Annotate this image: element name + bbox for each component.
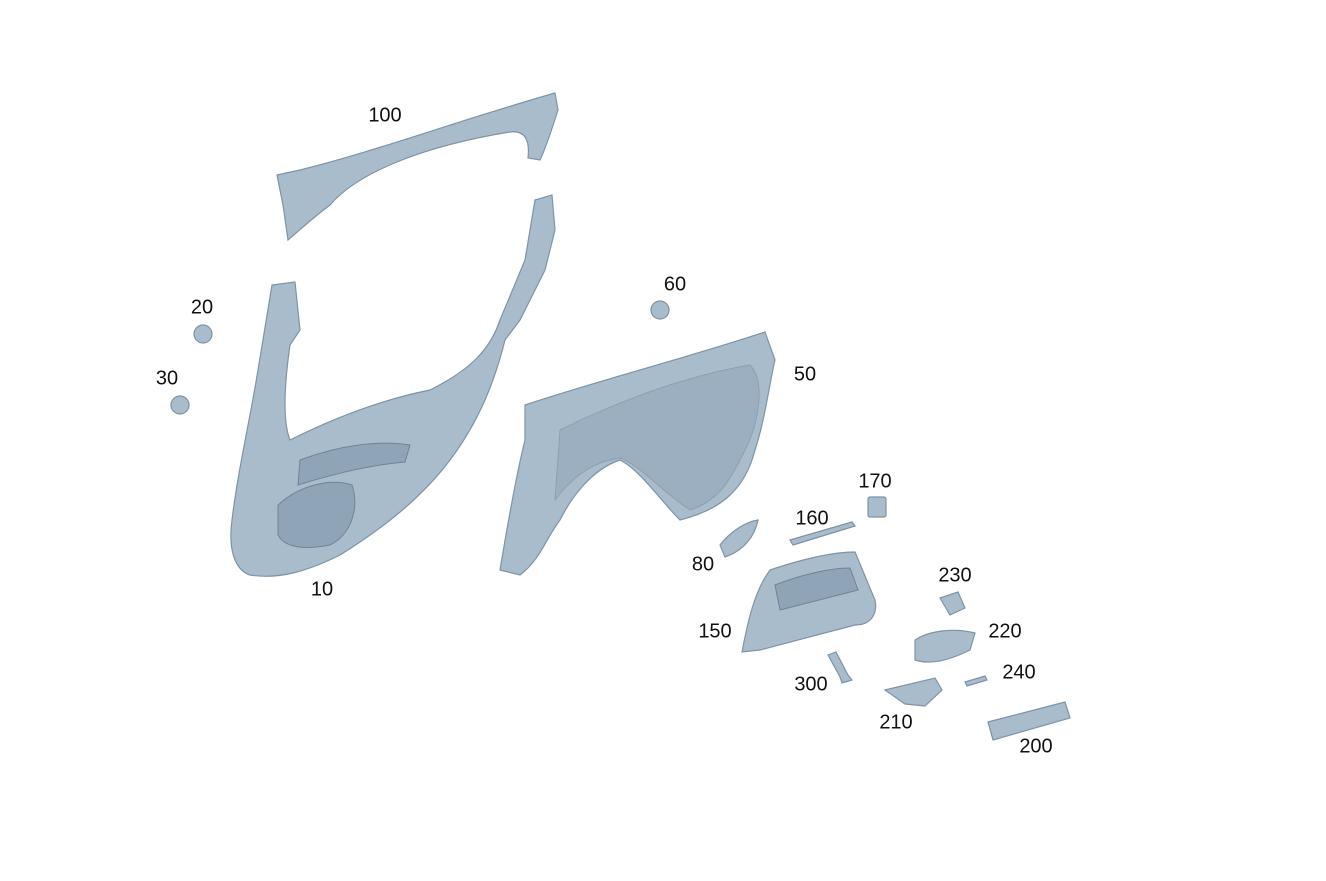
label-240: 240 (1002, 661, 1036, 684)
label-150: 150 (698, 620, 732, 643)
label-50: 50 (793, 363, 817, 386)
part-240-pin[interactable] (964, 675, 988, 687)
part-60-clip[interactable] (650, 300, 670, 320)
part-10-armrest (297, 442, 411, 486)
part-220-handle[interactable] (914, 629, 976, 663)
part-200-tube[interactable] (987, 701, 1071, 741)
part-170-bracket[interactable] (867, 496, 887, 518)
part-30-clip[interactable] (170, 395, 190, 415)
part-230-clip[interactable] (939, 591, 966, 616)
part-300-screw[interactable] (827, 651, 854, 684)
label-210: 210 (879, 711, 913, 734)
label-60: 60 (663, 273, 687, 296)
part-160-rod[interactable] (789, 521, 856, 546)
label-300: 300 (794, 673, 828, 696)
label-80: 80 (691, 553, 715, 576)
part-20-clip[interactable] (193, 324, 213, 344)
label-170: 170 (858, 470, 892, 493)
part-210-bezel[interactable] (883, 677, 943, 707)
label-230: 230 (938, 564, 972, 587)
label-160: 160 (795, 507, 829, 530)
part-100-upper-trim[interactable] (276, 92, 559, 242)
label-20: 20 (190, 296, 214, 319)
label-100: 100 (368, 104, 402, 127)
label-10: 10 (310, 578, 334, 601)
part-150-opening (774, 567, 859, 611)
label-220: 220 (988, 620, 1022, 643)
part-80-cover[interactable] (719, 519, 759, 558)
label-200: 200 (1019, 735, 1053, 758)
part-10-speaker-grille (277, 481, 356, 548)
label-30: 30 (155, 367, 179, 390)
part-50-panel-face (554, 364, 760, 511)
